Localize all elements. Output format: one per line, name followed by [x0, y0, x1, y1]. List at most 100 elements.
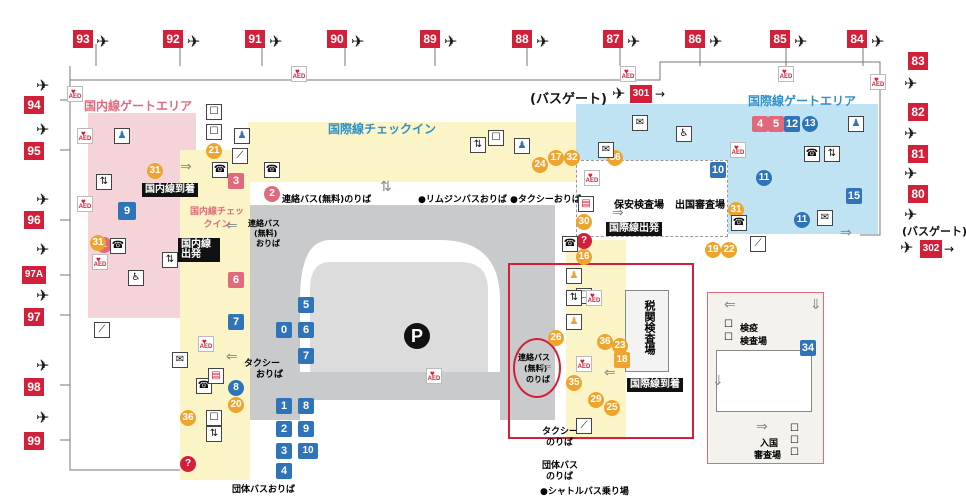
- plane-icon: ✈: [536, 32, 550, 51]
- gate-86: 86: [685, 30, 705, 48]
- gate-81: 81: [908, 145, 928, 163]
- arrow-left-icon: ⇐: [540, 359, 552, 375]
- plane-icon: ✈: [36, 190, 50, 209]
- restroom-icon: ♟: [848, 116, 864, 132]
- gate-97: 97: [24, 308, 44, 326]
- gate-82: 82: [908, 103, 928, 121]
- parking-9: 9: [298, 421, 314, 437]
- international-departure-label: 国際線出発: [606, 222, 662, 236]
- gate-83: 83: [908, 52, 928, 70]
- aed-icon: AED: [291, 66, 307, 82]
- gate-90: 90: [327, 30, 347, 48]
- arrow-left-icon: ⇐: [724, 297, 736, 313]
- highlight-circle: [513, 338, 561, 398]
- marker-24: 24: [532, 157, 548, 173]
- escalator-icon: ⟋: [94, 322, 110, 338]
- group-bus-right-sub: のりば: [546, 472, 574, 482]
- plane-icon: ✈: [627, 32, 641, 51]
- gate-95: 95: [24, 142, 44, 160]
- restroom-icon: ♟: [566, 268, 582, 284]
- ticket-icon: ☐: [488, 130, 504, 146]
- arrow-right-icon: ⇒: [612, 205, 624, 221]
- bus-gate-302-label: (バスゲート): [902, 225, 966, 238]
- marker-17: 17: [548, 150, 564, 166]
- plane-icon: ✈: [36, 408, 50, 427]
- arrow-right-icon: ⇒: [840, 225, 852, 241]
- plane-icon: ✈: [96, 32, 110, 51]
- marker-7: 7: [228, 314, 244, 330]
- international-checkin-title: 国際線チェックイン: [328, 122, 437, 136]
- aed-icon: AED: [620, 66, 636, 82]
- marker-34: 34: [800, 340, 816, 356]
- marker-36c: 36: [180, 410, 196, 426]
- arrow-right: →: [655, 87, 666, 101]
- ticket-icon: ☐: [206, 124, 222, 140]
- gate-97a: 97A: [22, 266, 46, 284]
- marker-29: 29: [588, 392, 604, 408]
- ticket-icon: ☐: [206, 410, 222, 426]
- plane-icon: ✈: [904, 164, 918, 183]
- atm-icon: ▤: [208, 368, 224, 384]
- international-gate-area-title: 国際線ゲートエリア: [748, 94, 857, 108]
- aed-icon: AED: [77, 196, 93, 212]
- marker-13: 13: [802, 116, 818, 132]
- elevator-icon: ⇅: [96, 174, 112, 190]
- bag-icon: ✉: [632, 115, 648, 131]
- gate-92: 92: [163, 30, 183, 48]
- restroom-icon: ♟: [114, 128, 130, 144]
- plane-icon: ✈: [794, 32, 808, 51]
- plane-icon: ✈: [444, 32, 458, 51]
- taxi-left-label: タクシー: [244, 359, 281, 369]
- parking-10: 10: [298, 443, 318, 459]
- plane-icon: ✈: [269, 32, 283, 51]
- plane-icon: ✈: [904, 205, 918, 224]
- plane-icon: ✈: [36, 120, 50, 139]
- elevator-icon: ⇅: [566, 290, 582, 306]
- customs-hall: [625, 290, 669, 372]
- domestic-departure-label: 国内線出発: [178, 238, 220, 262]
- marker-11: 11: [756, 170, 772, 186]
- parking-7: 7: [298, 348, 314, 364]
- plane-icon: ✈: [709, 32, 723, 51]
- marker-20: 20: [228, 397, 244, 413]
- arrow-right-icon: ⇒: [180, 159, 192, 175]
- marker-32: 32: [564, 150, 580, 166]
- aed-icon: AED: [586, 290, 602, 306]
- domestic-checkin-title: 国内線チェックイン: [190, 207, 245, 230]
- marker-31c: 31: [728, 202, 744, 218]
- phone-icon: ☎: [212, 162, 228, 178]
- taxi-right-sub: のりば: [546, 438, 574, 448]
- renraku-bus-left-label: 連絡バス: [248, 219, 280, 228]
- phone-icon: ☎: [110, 238, 126, 254]
- renraku-bus-circle-label: 連絡バス: [518, 353, 550, 362]
- marker-2: 2: [264, 186, 280, 202]
- gate-301: 301: [630, 85, 652, 103]
- limousine-bus-label: ●リムジンバスおりば: [418, 195, 507, 205]
- aed-icon: AED: [198, 336, 214, 352]
- checkbox-icon: ☐: [790, 423, 799, 434]
- marker-22: 22: [721, 242, 737, 258]
- taxi-right-label: タクシー: [542, 427, 579, 437]
- arrow-left-icon: ⇐: [604, 365, 616, 381]
- renraku-bus-circle-sub: (無料): [524, 364, 548, 373]
- parking-2: 2: [276, 421, 292, 437]
- plane-icon: ✈: [36, 76, 50, 95]
- arrow-down-icon: ⇓: [712, 373, 724, 389]
- domestic-arrival-label: 国内線到着: [142, 183, 198, 197]
- bag-icon: ✉: [598, 142, 614, 158]
- taxi-drop-label: ●タクシーおりば: [510, 195, 581, 205]
- elevator-icon: ⇅: [206, 426, 222, 442]
- wheelchair-icon: ♿: [676, 126, 692, 142]
- parking-8: 8: [298, 398, 314, 414]
- escalator-icon: ⟋: [232, 148, 248, 164]
- ticket-icon: ☐: [206, 104, 222, 120]
- gate-88: 88: [512, 30, 532, 48]
- shuttle-bus-label: ●シャトルバス乗り場: [540, 487, 629, 497]
- escalator-icon: ⟋: [576, 418, 592, 434]
- plane-icon: ✈: [351, 32, 365, 51]
- highlight-box: [508, 263, 694, 439]
- bag-icon: ✉: [172, 352, 188, 368]
- escalator-icon: ⟋: [750, 236, 766, 252]
- info-marker: ?: [576, 233, 592, 249]
